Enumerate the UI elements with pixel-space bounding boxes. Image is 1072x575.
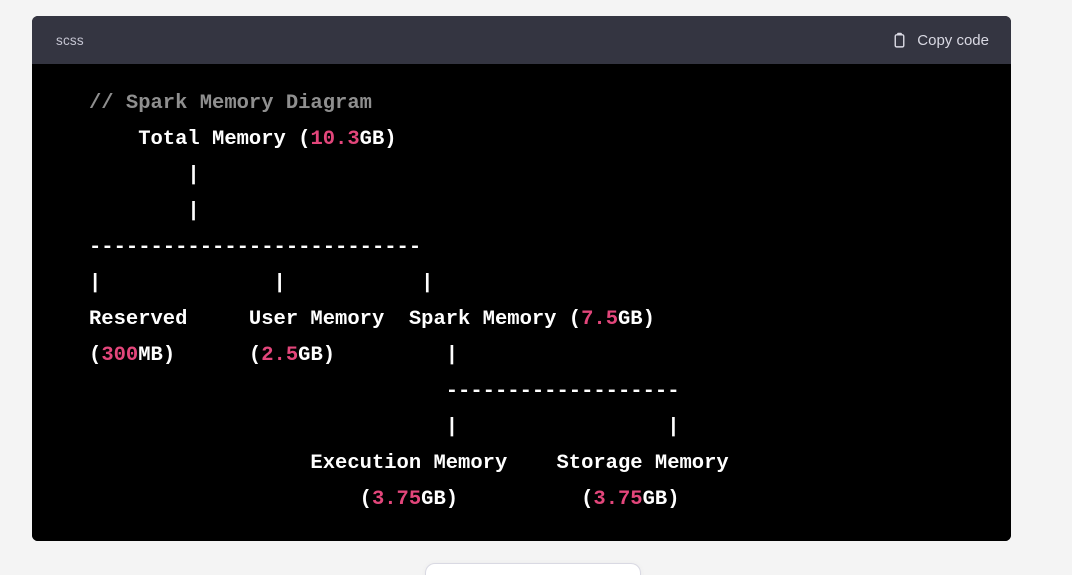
- code-token-plain: Total Memory (: [89, 128, 311, 151]
- code-token-plain: (: [89, 488, 372, 511]
- code-token-number: 10.3: [310, 128, 360, 151]
- code-block-body[interactable]: // Spark Memory Diagram Total Memory (10…: [32, 64, 1011, 541]
- code-token-plain: GB) (: [421, 488, 594, 511]
- code-token-plain: |: [89, 200, 200, 223]
- copy-code-button[interactable]: Copy code: [885, 27, 995, 54]
- code-language-label: scss: [56, 32, 84, 48]
- code-token-plain: GB): [618, 308, 655, 331]
- code-token-plain: (: [89, 344, 102, 367]
- message-composer-input[interactable]: [425, 563, 641, 575]
- code-token-plain: GB): [642, 488, 680, 511]
- copy-code-label: Copy code: [917, 31, 989, 49]
- code-token-number: 3.75: [593, 488, 643, 511]
- code-line: Reserved User Memory Spark Memory (7.5GB…: [89, 308, 655, 331]
- code-token-number: 2.5: [261, 344, 299, 367]
- code-line: |: [89, 164, 200, 187]
- code-token-plain: ---------------------------: [89, 236, 422, 259]
- code-line: // Spark Memory Diagram: [89, 92, 372, 115]
- code-token-plain: MB) (: [138, 344, 262, 367]
- code-line: Execution Memory Storage Memory: [89, 452, 729, 475]
- code-token-plain: | |: [89, 416, 680, 439]
- code-line: |: [89, 200, 200, 223]
- code-token-plain: GB) |: [298, 344, 459, 367]
- code-line: Total Memory (10.3GB): [89, 128, 397, 151]
- code-token-plain: Reserved User Memory Spark Memory (: [89, 308, 582, 331]
- code-token-plain: Execution Memory Storage Memory: [89, 452, 729, 475]
- code-block-header: scss Copy code: [32, 16, 1011, 64]
- code-token-plain: |: [89, 164, 200, 187]
- code-line: (300MB) (2.5GB) |: [89, 344, 458, 367]
- code-line: -------------------: [89, 380, 680, 403]
- code-block: scss Copy code // Spark Memory Diagram T…: [32, 16, 1011, 541]
- code-token-number: 300: [101, 344, 139, 367]
- code-line: (3.75GB) (3.75GB): [89, 488, 680, 511]
- code-token-comment: // Spark Memory Diagram: [89, 92, 372, 115]
- code-token-number: 3.75: [371, 488, 422, 511]
- code-token-number: 7.5: [581, 308, 618, 331]
- code-line: ---------------------------: [89, 236, 421, 259]
- code-token-plain: GB): [359, 128, 397, 151]
- code-token-plain: -------------------: [89, 380, 680, 403]
- clipboard-icon: [891, 31, 908, 50]
- code-line: | |: [89, 416, 680, 439]
- code-line: | | |: [89, 272, 433, 295]
- code-content: // Spark Memory Diagram Total Memory (10…: [32, 86, 1011, 518]
- code-token-plain: | | |: [89, 272, 434, 295]
- code-lines: // Spark Memory Diagram Total Memory (10…: [89, 92, 729, 511]
